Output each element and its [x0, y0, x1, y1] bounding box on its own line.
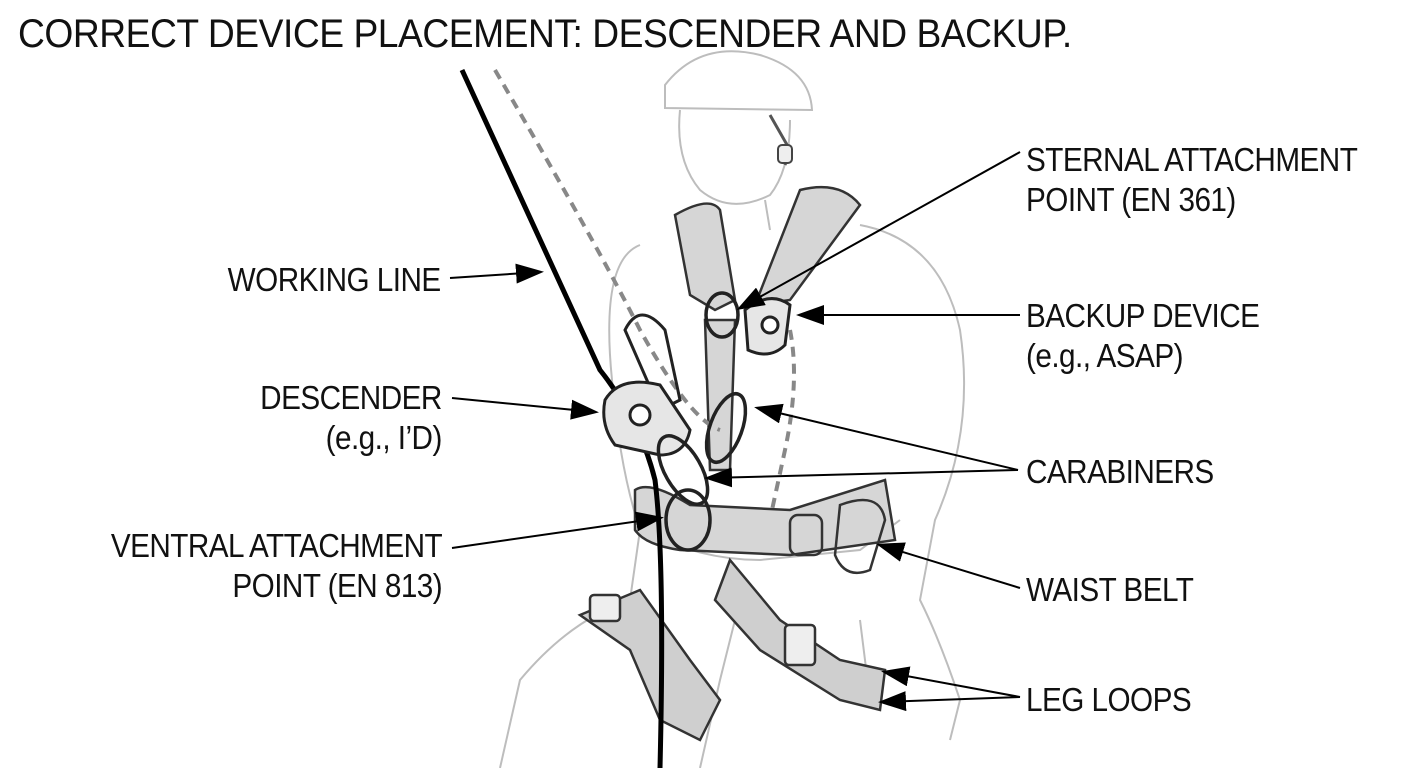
- backup-device-label: BACKUP DEVICE (e.g., ASAP): [1026, 297, 1260, 374]
- backup-device: [743, 297, 792, 356]
- carabiners-label: CARABINERS: [1026, 453, 1214, 490]
- descender-label: DESCENDER (e.g., I’D): [260, 379, 442, 456]
- chin-buckle: [777, 144, 793, 164]
- sternal-attachment-label: STERNAL ATTACHMENT POINT (EN 361): [1026, 141, 1358, 218]
- leader-arrows: [449, 151, 1021, 712]
- leg-loops-label: LEG LOOPS: [1026, 681, 1192, 718]
- shoulder-straps: [673, 185, 862, 472]
- diagram-title: CORRECT DEVICE PLACEMENT: DESCENDER AND …: [18, 12, 1072, 56]
- waist-belt-label: WAIST BELT: [1026, 571, 1194, 608]
- carabiners: [656, 291, 748, 552]
- descender-device: [602, 313, 692, 457]
- working-line-label: WORKING LINE: [227, 261, 442, 298]
- backup-line-rope: [493, 68, 796, 511]
- leg-loops: [577, 557, 887, 742]
- ventral-attachment-label: VENTRAL ATTACHMENT POINT (EN 813): [110, 527, 443, 604]
